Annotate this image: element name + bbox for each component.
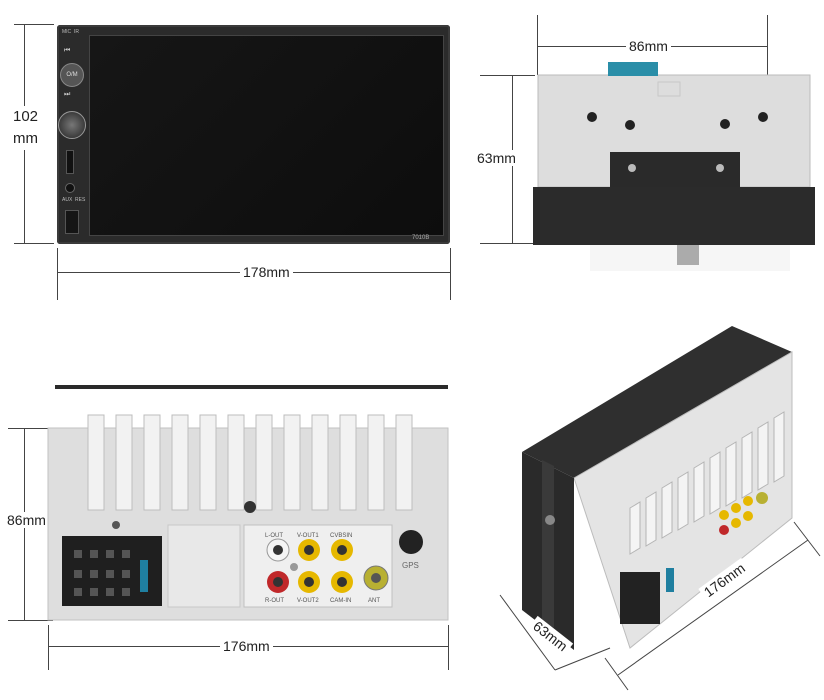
- rear-height-label: 86mm: [4, 512, 49, 528]
- teal-tab: [608, 62, 658, 76]
- iso-view-drawing: [499, 326, 821, 691]
- camin-label: CAM-IN: [330, 598, 351, 604]
- gps-port: [399, 530, 423, 554]
- ir-label: IR: [74, 29, 79, 35]
- model-label: 7010B: [412, 235, 430, 241]
- mic-label: MIC: [62, 29, 72, 35]
- top-width-label: 86mm: [626, 38, 671, 54]
- front-view: 102 mm MIC IR ⏮ O/M ⏭ AUX RES 7010B 178m…: [0, 0, 470, 300]
- aux-label: AUX: [62, 197, 73, 203]
- screw: [112, 521, 120, 529]
- heat-fins: [87, 414, 413, 511]
- top-edge: [55, 385, 448, 389]
- side-view-drawing: [533, 62, 815, 271]
- power-button[interactable]: O/M: [60, 63, 84, 87]
- vout-label: V-OUT1: [297, 533, 319, 539]
- sd-slot[interactable]: [66, 150, 74, 174]
- screw: [716, 164, 724, 172]
- ant-label: ANT: [368, 598, 380, 604]
- reset-label: RES: [75, 197, 86, 203]
- iso-connector: [620, 572, 660, 624]
- mount-hole: [720, 119, 730, 129]
- rout-label: R-OUT: [265, 598, 284, 604]
- front-height-label: 102 mm: [10, 106, 42, 150]
- head-unit-front: MIC IR ⏮ O/M ⏭ AUX RES 7010B: [57, 25, 450, 244]
- cvbsin-label: CVBSIN: [330, 533, 352, 539]
- iso-fins: [629, 411, 785, 555]
- iso-view: 63mm 176mm: [470, 310, 824, 700]
- front-width-label: 178mm: [240, 264, 293, 280]
- rear-view: 86mm: [0, 370, 470, 700]
- usb-port[interactable]: [65, 210, 79, 234]
- aux-jack[interactable]: [65, 183, 75, 193]
- prev-button[interactable]: ⏮: [64, 47, 71, 54]
- screw: [628, 164, 636, 172]
- vent-plate: [167, 524, 241, 608]
- rca-panel: [243, 524, 393, 608]
- gps-label: GPS: [402, 561, 419, 570]
- lout-label: L-OUT: [265, 533, 283, 539]
- vout2-label: V-OUT2: [297, 598, 319, 604]
- screen: [89, 35, 444, 236]
- rear-view-drawing: L-OUT V-OUT1 CVBSIN R-OUT V-OUT2 CAM-IN …: [47, 385, 449, 621]
- rear-screw-hole: [244, 501, 256, 513]
- mount-hole: [625, 120, 635, 130]
- iso-teal-clip: [666, 568, 674, 592]
- connector-clip: [140, 560, 148, 592]
- mount-hole: [587, 112, 597, 122]
- top-height-label: 63mm: [474, 150, 519, 166]
- side-view: 86mm 63mm: [470, 0, 824, 300]
- iso-top: [522, 326, 792, 478]
- front-bezel-edge: [533, 187, 815, 245]
- reflection: [590, 245, 790, 271]
- rear-width-label: 176mm: [220, 638, 273, 654]
- volume-knob[interactable]: [58, 111, 86, 139]
- next-button[interactable]: ⏭: [64, 91, 71, 98]
- chassis-tab: [657, 81, 681, 97]
- iso-pins: [74, 550, 130, 596]
- mount-hole: [758, 112, 768, 122]
